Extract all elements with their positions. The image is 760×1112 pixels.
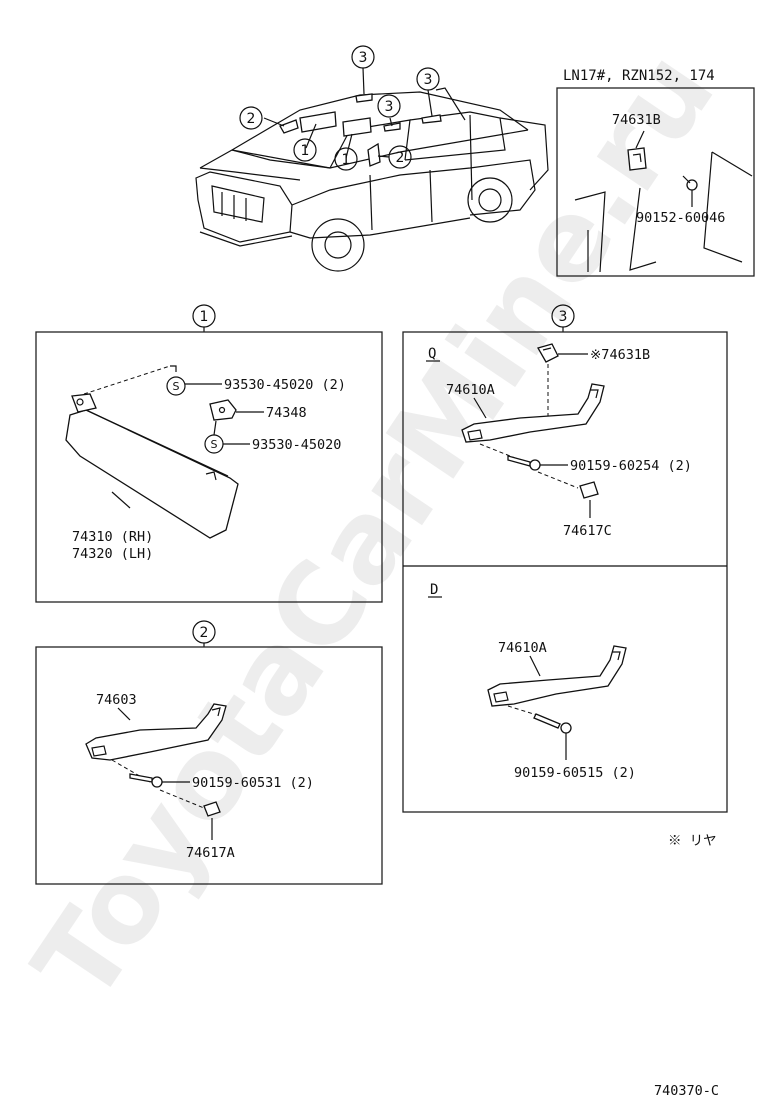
q-clip-part: [537, 343, 559, 363]
diagram-code: 740370-C: [654, 1083, 719, 1099]
svg-text:3: 3: [359, 50, 368, 66]
inset-clip-label: 74631B: [612, 112, 661, 128]
inset-screw-label: 90152-60046: [636, 210, 725, 226]
callout-2-right: 2: [388, 145, 412, 169]
svg-text:2: 2: [247, 111, 256, 127]
panel3-box: [402, 331, 728, 813]
callout-3-center: 3: [377, 94, 401, 118]
panel2-cap-part: [203, 801, 221, 817]
panel2-screw-label: 90159-60531 (2): [192, 775, 314, 791]
svg-text:S: S: [211, 438, 218, 451]
watermark: ToyotaCarMine.ru: [10, 29, 740, 1025]
svg-text:1: 1: [301, 143, 310, 159]
callout-3-top: 3: [351, 45, 375, 69]
panel1-bracket-label: 74348: [266, 405, 307, 421]
panel3-d-tag: D: [430, 582, 438, 598]
q-screw-part: [507, 455, 541, 471]
panel2-cap-label: 74617A: [186, 845, 235, 861]
callout-2-left: 2: [239, 106, 263, 130]
sun-visor-part: [65, 365, 239, 539]
inset-clip-leader: [635, 130, 645, 149]
footnote: ※ リヤ: [668, 833, 717, 849]
panel1-s-badge-top: S: [166, 376, 186, 396]
visor-leader: [111, 491, 131, 509]
svg-text:3: 3: [385, 99, 394, 115]
q-grip-label: 74610A: [446, 382, 495, 398]
callout-1-center: 1: [334, 147, 358, 171]
callout-3-right: 3: [416, 67, 440, 91]
panel1-bolt-bottom-label: 93530-45020: [252, 437, 341, 453]
q-clip-label: ※74631B: [590, 347, 650, 363]
svg-text:2: 2: [396, 150, 405, 166]
inset-body-lines: [574, 151, 753, 273]
grip-74603-part: [85, 703, 227, 761]
svg-text:1: 1: [342, 152, 351, 168]
panel1-box: [35, 331, 383, 603]
visor-rh-label: 74310 (RH): [72, 529, 153, 545]
panel2-box: [35, 646, 383, 885]
grip-74610a-q-part: [461, 383, 605, 443]
q-cap-part: [579, 481, 599, 499]
vehicle-illustration: [195, 67, 549, 272]
visor-lh-label: 74320 (LH): [72, 546, 153, 562]
q-cap-label: 74617C: [563, 523, 612, 539]
svg-text:3: 3: [424, 72, 433, 88]
panel2-callout: 2: [192, 620, 216, 644]
svg-text:2: 2: [200, 625, 209, 641]
panel1-bolt-top-label: 93530-45020 (2): [224, 377, 346, 393]
q-screw-label: 90159-60254 (2): [570, 458, 692, 474]
svg-text:3: 3: [559, 309, 568, 325]
panel3-q-tag: Q: [428, 346, 436, 362]
d-grip-label: 74610A: [498, 640, 547, 656]
panel2-grip-label: 74603: [96, 692, 137, 708]
variant-note: LN17#, RZN152, 174: [563, 68, 715, 84]
svg-text:1: 1: [200, 309, 209, 325]
callout-1-left: 1: [293, 138, 317, 162]
panel1-s-badge-bottom: S: [204, 434, 224, 454]
variant-inset-box: [556, 87, 755, 277]
svg-text:S: S: [173, 380, 180, 393]
grip-74610a-d-part: [487, 645, 627, 707]
d-screw-label: 90159-60515 (2): [514, 765, 636, 781]
inset-clip-part: [627, 147, 647, 171]
panel1-callout: 1: [192, 304, 216, 328]
d-screw-part: [533, 713, 572, 734]
bracket-74348-part: [209, 399, 237, 421]
